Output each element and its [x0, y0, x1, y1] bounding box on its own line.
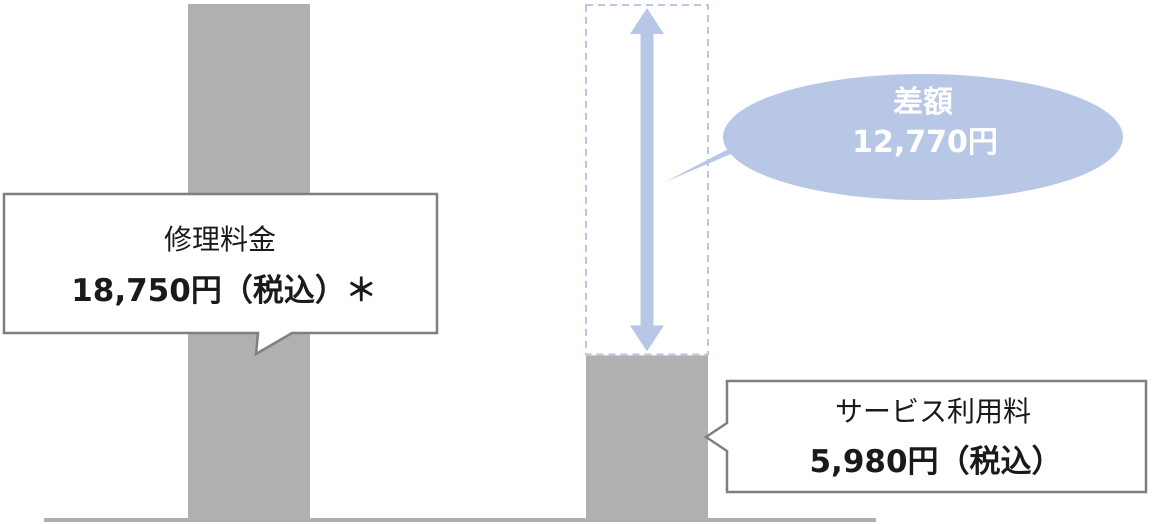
- service-fee-callout: サービス利用料 5,980円（税込）: [703, 379, 1148, 494]
- bar-service-fee: [586, 355, 708, 520]
- repair-fee-amount: 18,750円（税込）＊: [71, 273, 377, 309]
- difference-arrow: [630, 8, 664, 352]
- difference-amount: 12,770円: [852, 125, 998, 160]
- service-fee-amount: 5,980円（税込）: [809, 444, 1062, 480]
- difference-outline-box: [585, 4, 709, 356]
- difference-callout: 差額 12,770円: [665, 74, 1123, 200]
- repair-fee-label: 修理料金: [164, 223, 276, 256]
- difference-title: 差額: [893, 85, 953, 120]
- repair-fee-callout: 修理料金 18,750円（税込）＊: [2, 192, 439, 357]
- service-fee-label: サービス利用料: [835, 395, 1031, 428]
